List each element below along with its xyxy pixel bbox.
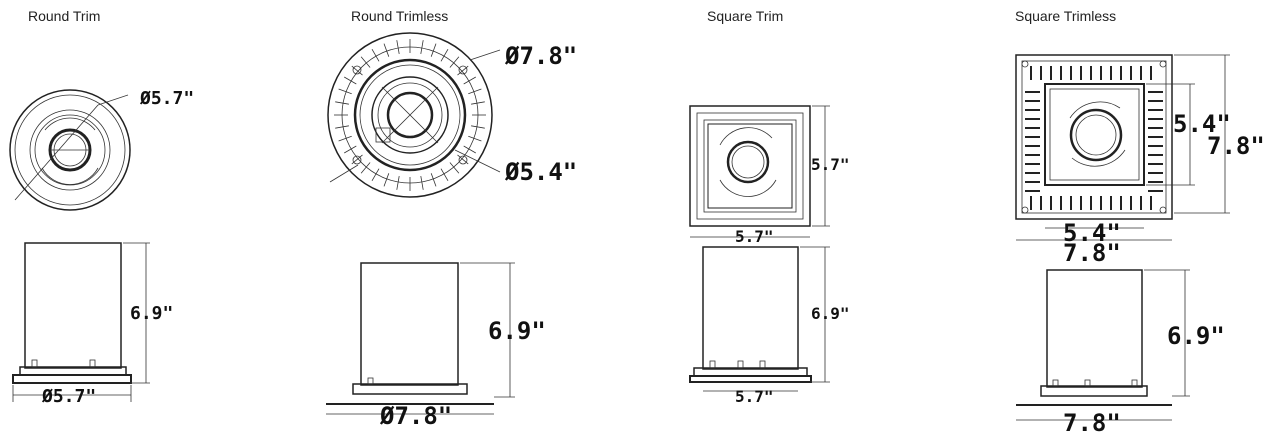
square-trimless-inner-height-label: 5.4" xyxy=(1173,110,1231,138)
round-trim-top-diameter-label: Ø5.7" xyxy=(139,88,194,109)
round-trim-top-view xyxy=(9,89,131,211)
round-trim-bottom-diameter-label: Ø5.7" xyxy=(41,386,96,407)
round-trim-height-label: 6.9" xyxy=(130,303,173,324)
title-round-trimless: Round Trimless xyxy=(351,8,449,24)
flange-ribs xyxy=(334,39,1163,210)
square-trimless-top-view xyxy=(1015,54,1230,241)
round-trimless-inner-diameter-label: Ø5.4" xyxy=(504,158,577,186)
square-trim-height-label: 6.9" xyxy=(811,304,850,323)
round-trim-side-view xyxy=(12,242,150,402)
square-trim-width-label: 5.7" xyxy=(735,227,774,246)
square-trimless-side-view xyxy=(1016,269,1190,421)
square-trim-side-view xyxy=(689,246,830,392)
title-round-trim: Round Trim xyxy=(28,8,101,24)
square-trimless-bottom-width-label: 7.8" xyxy=(1063,409,1121,437)
round-trimless-outer-diameter-label: Ø7.8" xyxy=(504,42,577,70)
square-trimless-height-label: 6.9" xyxy=(1167,322,1225,350)
title-square-trimless: Square Trimless xyxy=(1015,8,1117,24)
round-trimless-side-view xyxy=(326,262,515,415)
round-trimless-bottom-diameter-label: Ø7.8" xyxy=(379,402,452,430)
round-trimless-height-label: 6.9" xyxy=(488,317,546,345)
square-trim-bottom-width-label: 5.7" xyxy=(735,387,774,406)
round-trimless-top-view xyxy=(327,32,501,198)
title-square-trim: Square Trim xyxy=(707,8,784,24)
square-trim-side-height-label: 5.7" xyxy=(811,155,850,174)
square-trim-top-view xyxy=(689,105,830,238)
square-trimless-outer-height-label: 7.8" xyxy=(1207,132,1265,160)
square-trimless-outer-width-label: 7.8" xyxy=(1063,239,1121,267)
square-trimless-inner-width-label: 5.4" xyxy=(1063,219,1121,247)
